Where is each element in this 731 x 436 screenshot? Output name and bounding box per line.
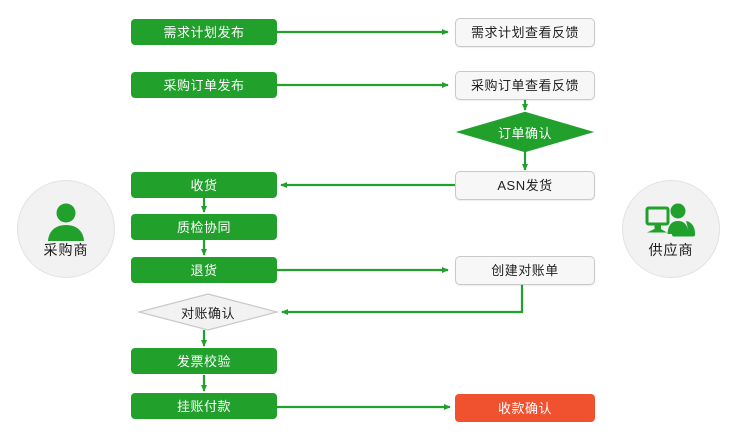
node-quality-collab[interactable]: 质检协同 bbox=[131, 214, 277, 240]
node-payment-received-confirm[interactable]: 收款确认 bbox=[455, 394, 595, 422]
node-accrual-payment[interactable]: 挂账付款 bbox=[131, 393, 277, 419]
edge-create-statement-to-statement-confirm bbox=[281, 285, 524, 316]
node-order-confirm[interactable]: 订单确认 bbox=[455, 111, 595, 153]
person-at-computer-icon bbox=[645, 203, 695, 236]
actor-supplier: 供应商 bbox=[622, 180, 720, 278]
node-order-confirm-label: 订单确认 bbox=[497, 125, 552, 141]
user-person-icon bbox=[48, 203, 84, 241]
node-demand-plan-feedback[interactable]: 需求计划查看反馈 bbox=[455, 18, 595, 47]
node-create-statement[interactable]: 创建对账单 bbox=[455, 256, 595, 285]
node-purchase-order-feedback[interactable]: 采购订单查看反馈 bbox=[455, 71, 595, 100]
actor-supplier-label: 供应商 bbox=[648, 241, 694, 258]
node-statement-confirm-label: 对账确认 bbox=[180, 305, 235, 321]
actor-buyer: 采购商 bbox=[17, 180, 115, 278]
node-asn-shipment[interactable]: ASN发货 bbox=[455, 171, 595, 200]
node-demand-plan-publish[interactable]: 需求计划发布 bbox=[131, 19, 277, 45]
actor-buyer-label: 采购商 bbox=[43, 241, 89, 258]
node-invoice-verify[interactable]: 发票校验 bbox=[131, 348, 277, 374]
node-return-goods[interactable]: 退货 bbox=[131, 257, 277, 283]
node-purchase-order-publish[interactable]: 采购订单发布 bbox=[131, 72, 277, 98]
order-confirm-diamond-shape bbox=[455, 111, 595, 153]
node-statement-confirm[interactable]: 对账确认 bbox=[138, 293, 278, 331]
statement-confirm-diamond-shape bbox=[138, 293, 278, 331]
node-goods-receipt[interactable]: 收货 bbox=[131, 172, 277, 198]
